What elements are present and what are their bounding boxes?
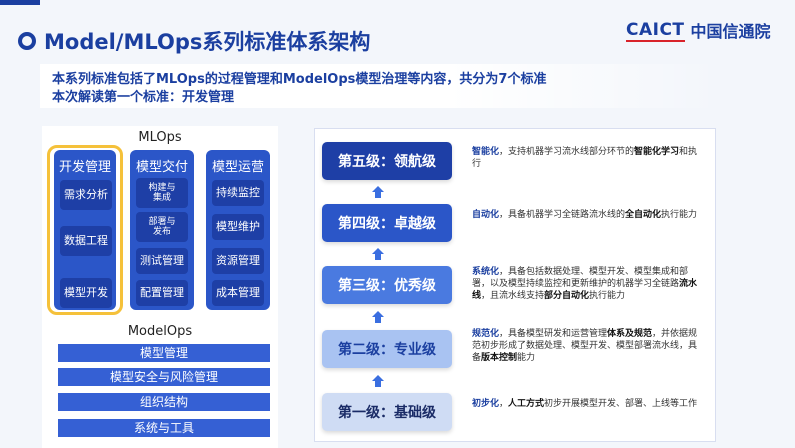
up-arrow-icon (372, 311, 384, 323)
cell-config-management: 配置管理 (136, 280, 188, 306)
level-2-badge: 第二级：专业级 (322, 330, 452, 368)
intro-line-1: 本系列标准包括了MLOps的过程管理和ModelOps模型治理等内容，共分为7个… (52, 72, 547, 87)
bar-model-security-risk: 模型安全与风险管理 (58, 368, 270, 386)
bar-model-management: 模型管理 (58, 344, 270, 362)
column-header-dev-mgmt: 开发管理 (58, 160, 111, 175)
cell-cost-management: 成本管理 (212, 280, 264, 306)
cell-continuous-monitoring: 持续监控 (212, 180, 264, 206)
level-1-badge: 第一级：基础级 (322, 393, 452, 431)
intro-banner (40, 64, 720, 108)
level-5-description: 智能化，支持机器学习流水线部分环节的智能化学习和执行 (472, 147, 698, 169)
up-arrow-icon (372, 248, 384, 260)
caict-logo: CAICT 中国信通院 (626, 18, 771, 42)
up-arrow-icon (372, 375, 384, 387)
level-4-description: 自动化，具备机器学习全链路流水线的全自动化执行能力 (472, 210, 698, 220)
cell-resource-management: 资源管理 (212, 248, 264, 274)
level-3-description: 系统化，具备包括数据处理、模型开发、模型集成和部署，以及模型持续监控和更新维护的… (472, 267, 698, 301)
level-4-badge: 第四级：卓越级 (322, 204, 452, 242)
level-2-description: 规范化，具备模型研发和运营管理体系及规范，并依据规范初步形成了数据处理、模型开发… (472, 329, 698, 363)
up-arrow-icon (372, 186, 384, 198)
cell-data-engineering: 数据工程 (60, 226, 112, 256)
mlops-title: MLOps (138, 130, 182, 145)
column-header-model-operations: 模型运营 (211, 160, 264, 175)
logo-text-en: CAICT (626, 20, 685, 42)
cell-requirements-analysis: 需求分析 (60, 180, 112, 210)
logo-text-cn: 中国信通院 (690, 22, 771, 41)
cell-model-development: 模型开发 (60, 278, 112, 308)
bar-org-structure: 组织结构 (58, 393, 270, 411)
intro-line-2: 本次解读第一个标准：开发管理 (52, 90, 235, 105)
level-3-badge: 第三级：优秀级 (322, 266, 452, 304)
column-header-model-delivery: 模型交付 (135, 160, 188, 175)
level-1-description: 初步化，人工方式初步开展模型开发、部署、上线等工作 (472, 399, 698, 409)
top-accent-bar (0, 0, 40, 5)
title-bullet-icon (18, 32, 36, 50)
modelops-title: ModelOps (127, 324, 193, 339)
level-5-badge: 第五级：领航级 (322, 142, 452, 180)
bar-systems-tools: 系统与工具 (58, 419, 270, 437)
cell-build-integration: 构建与 集成 (136, 178, 188, 208)
cell-model-maintenance: 模型维护 (212, 214, 264, 240)
cell-test-management: 测试管理 (136, 248, 188, 274)
cell-deploy-release: 部署与 发布 (136, 212, 188, 242)
dev-mgmt-highlight-frame (47, 145, 123, 315)
page-title: Model/MLOps系列标准体系架构 (44, 30, 371, 54)
